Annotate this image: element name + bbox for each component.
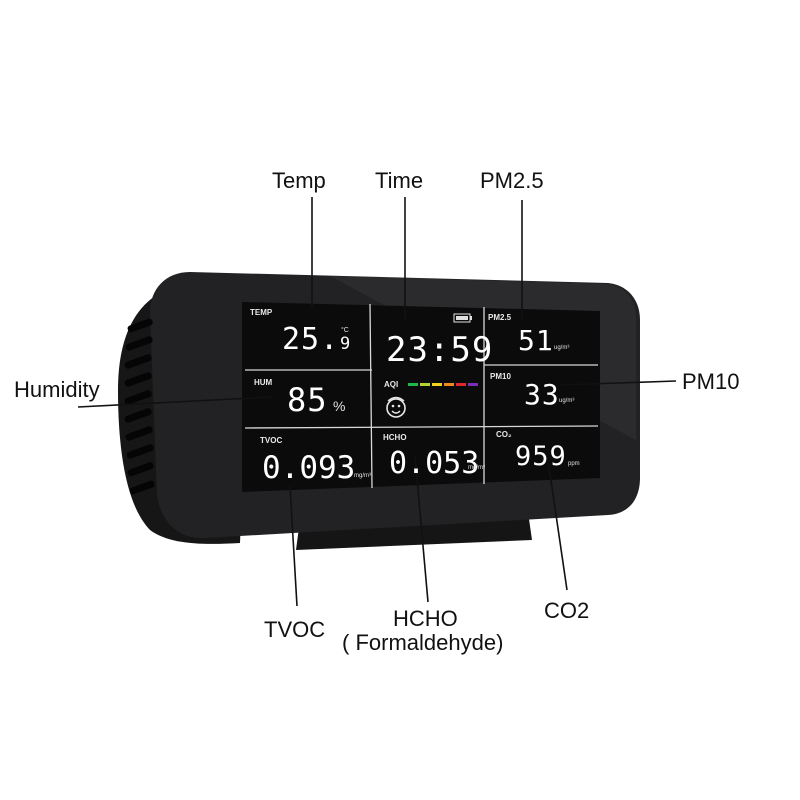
tvoc-unit: mg/m³ [354,473,371,479]
humidity-value: 85 [287,381,328,419]
time-value: 23:59 [386,330,494,370]
temp-value: 25. [282,322,340,357]
tvoc-value: 0.093 [262,450,356,486]
co2-screen-label: CO₂ [496,430,512,439]
tvoc-screen-label: TVOC [260,436,283,445]
temp-screen-label: TEMP [250,308,273,317]
callout-temp: Temp [272,168,326,193]
aqi-label: AQI [384,380,399,389]
hcho-screen-label: HCHO [383,433,407,442]
co2-value: 959 [515,441,567,472]
pm25-unit: ug/m³ [554,345,570,351]
leader-lines [77,197,677,607]
vent-slots [124,318,155,495]
screen-grid [244,303,599,489]
callout-co2: CO2 [544,598,590,623]
hcho-value: 0.053 [389,446,480,481]
callout-hcho-formaldehyde: ( Formaldehyde) [342,630,504,655]
display-screen [242,302,600,492]
battery-icon [453,313,472,323]
temp-unit: °C [341,327,349,334]
humidity-screen-label: HUM [254,378,273,387]
pm25-screen-label: PM2.5 [488,313,512,322]
callout-pm25: PM2.5 [480,168,544,193]
pm10-screen-label: PM10 [490,372,511,381]
pm10-value: 33 [524,378,560,411]
callout-humidity: Humidity [14,377,100,402]
humidity-unit: % [333,398,346,414]
callout-hcho: HCHO [393,606,458,631]
aqi-color-scale [408,383,478,386]
callout-time: Time [375,168,424,193]
pm25-value: 51 [518,324,554,357]
temp-decimal: 9 [340,334,352,354]
hcho-unit: mg/m³ [468,465,485,471]
pm10-unit: ug/m³ [559,398,575,404]
face-icon [386,396,406,418]
callout-pm10: PM10 [682,369,740,394]
callout-tvoc: TVOC [264,617,326,642]
co2-unit: ppm [568,461,580,467]
